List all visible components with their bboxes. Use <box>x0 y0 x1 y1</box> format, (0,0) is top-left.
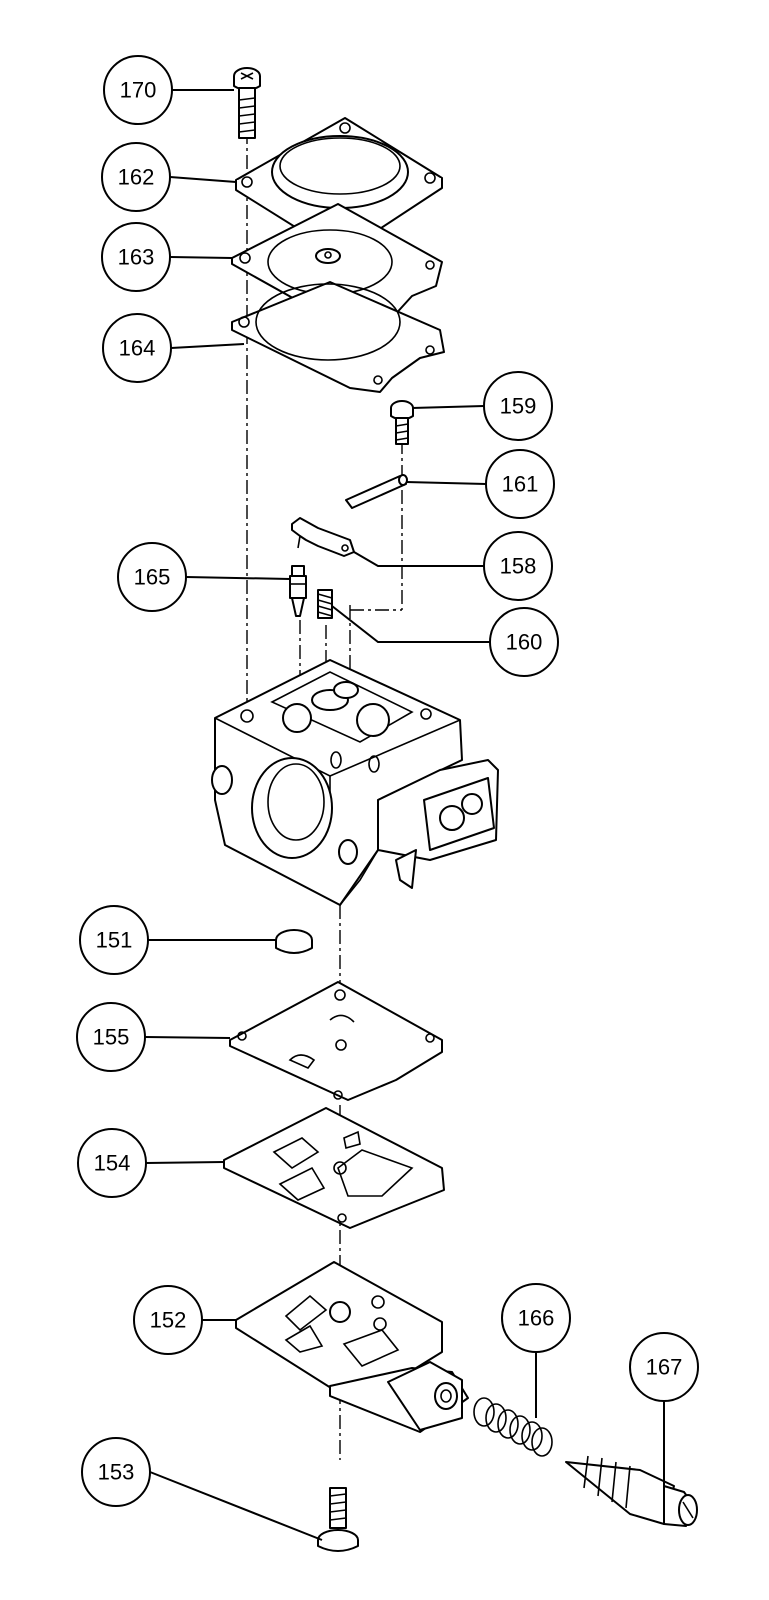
callout-164-label: 164 <box>119 336 156 361</box>
part-167-adjusting-needle <box>565 1455 698 1527</box>
part-153-screw <box>317 1487 359 1552</box>
callout-167-label: 167 <box>646 1355 683 1380</box>
callout-166-label: 166 <box>518 1306 555 1331</box>
part-161-pin <box>345 474 408 509</box>
callout-165: 165 <box>117 542 187 612</box>
part-151-filter <box>275 929 313 954</box>
callout-160: 160 <box>489 607 559 677</box>
part-152-carb-base <box>235 1261 469 1433</box>
callout-163: 163 <box>101 222 171 292</box>
callout-167: 167 <box>629 1332 699 1402</box>
callout-158-label: 158 <box>500 554 537 579</box>
callout-161: 161 <box>485 449 555 519</box>
part-164-pump-gasket <box>231 281 445 393</box>
callout-164: 164 <box>102 313 172 383</box>
callout-158: 158 <box>483 531 553 601</box>
part-160-spring <box>317 589 333 619</box>
callout-155-label: 155 <box>93 1025 130 1050</box>
callout-160-label: 160 <box>506 630 543 655</box>
carburetor-body <box>211 659 499 906</box>
callout-153-label: 153 <box>98 1460 135 1485</box>
callout-151: 151 <box>79 905 149 975</box>
callout-154: 154 <box>77 1128 147 1198</box>
callout-153: 153 <box>81 1437 151 1507</box>
callout-159: 159 <box>483 371 553 441</box>
part-154-metering-gasket <box>223 1107 445 1229</box>
callout-161-label: 161 <box>502 472 539 497</box>
part-170-screw <box>233 67 261 139</box>
callout-152-label: 152 <box>150 1308 187 1333</box>
callout-163-label: 163 <box>118 245 155 270</box>
callout-165-label: 165 <box>134 565 171 590</box>
part-155-metering-diaphragm <box>229 981 443 1101</box>
part-159-screw <box>390 400 414 445</box>
callout-152: 152 <box>133 1285 203 1355</box>
callout-170-label: 170 <box>120 78 157 103</box>
callout-166: 166 <box>501 1283 571 1353</box>
callout-162: 162 <box>101 142 171 212</box>
part-166-spring <box>473 1397 553 1457</box>
callout-155: 155 <box>76 1002 146 1072</box>
callout-162-label: 162 <box>118 165 155 190</box>
callout-159-label: 159 <box>500 394 537 419</box>
callout-154-label: 154 <box>94 1151 131 1176</box>
part-158-lever <box>291 517 355 557</box>
callout-170: 170 <box>103 55 173 125</box>
leader-lines <box>144 89 665 1541</box>
part-163-pump-diaphragm <box>231 203 443 331</box>
callout-151-label: 151 <box>96 928 133 953</box>
part-165-inlet-needle <box>289 565 307 617</box>
